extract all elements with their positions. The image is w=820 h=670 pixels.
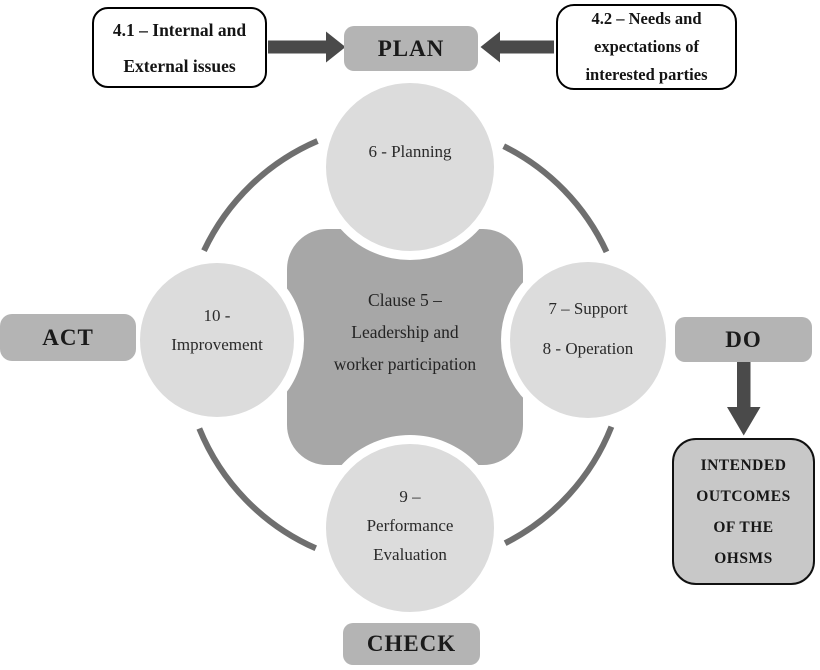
context-box-4-2-line2: expectations of	[594, 37, 699, 56]
performance-line2: Performance	[366, 515, 454, 535]
plan-label: PLAN	[377, 35, 445, 61]
support-line: 7 – Support	[548, 298, 628, 318]
do-label: DO	[725, 326, 762, 352]
improvement-line2: Improvement	[171, 335, 263, 354]
center-line3: worker participation	[333, 354, 477, 374]
performance-line1: 9 –	[399, 486, 421, 506]
planning-circle-label: 6 - Planning	[330, 131, 490, 173]
planning-circle	[322, 79, 498, 255]
context-box-4-2-line1: 4.2 – Needs and	[591, 9, 702, 28]
check-label-box: CHECK	[343, 623, 480, 665]
act-label-box: ACT	[0, 314, 136, 361]
performance-evaluation-circle	[322, 440, 498, 616]
context-box-4-2: 4.2 – Needs and expectations of interest…	[556, 4, 737, 90]
outcomes-line1: INTENDED	[700, 456, 787, 474]
context-box-4-1-line2: External issues	[123, 55, 236, 76]
improvement-circle-label: 10 - Improvement	[135, 301, 299, 359]
outcomes-line2: OUTCOMES	[696, 487, 791, 505]
planning-line1: 6 - Planning	[368, 142, 452, 161]
arrow-do-to-outcomes	[727, 362, 761, 436]
support-operation-circle-label: 7 – Support 8 - Operation	[506, 286, 670, 371]
check-label: CHECK	[366, 631, 457, 656]
do-label-box: DO	[675, 317, 812, 362]
center-line2: Leadership and	[351, 322, 459, 342]
context-box-4-2-line3: interested parties	[585, 65, 708, 84]
outcomes-line4: OHSMS	[714, 549, 773, 567]
arrow-4-2-to-plan	[480, 31, 554, 63]
support-operation-circle	[506, 258, 670, 422]
act-label: ACT	[42, 324, 94, 350]
operation-line: 8 - Operation	[542, 338, 634, 358]
context-box-4-1: 4.1 – Internal and External issues	[92, 7, 267, 88]
intended-outcomes-box: INTENDED OUTCOMES OF THE OHSMS	[672, 438, 815, 585]
outcomes-line3: OF THE	[713, 518, 774, 536]
improvement-circle	[136, 259, 298, 421]
center-line1: Clause 5 –	[368, 290, 442, 310]
plan-label-box: PLAN	[344, 26, 478, 71]
arrow-4-1-to-plan	[268, 31, 346, 63]
leadership-center-label: Clause 5 – Leadership and worker partici…	[303, 284, 507, 380]
context-box-4-1-line1: 4.1 – Internal and	[112, 19, 247, 40]
performance-evaluation-circle-label: 9 – Performance Evaluation	[330, 481, 490, 569]
improvement-line1: 10 -	[203, 306, 231, 325]
performance-line3: Evaluation	[373, 544, 447, 564]
